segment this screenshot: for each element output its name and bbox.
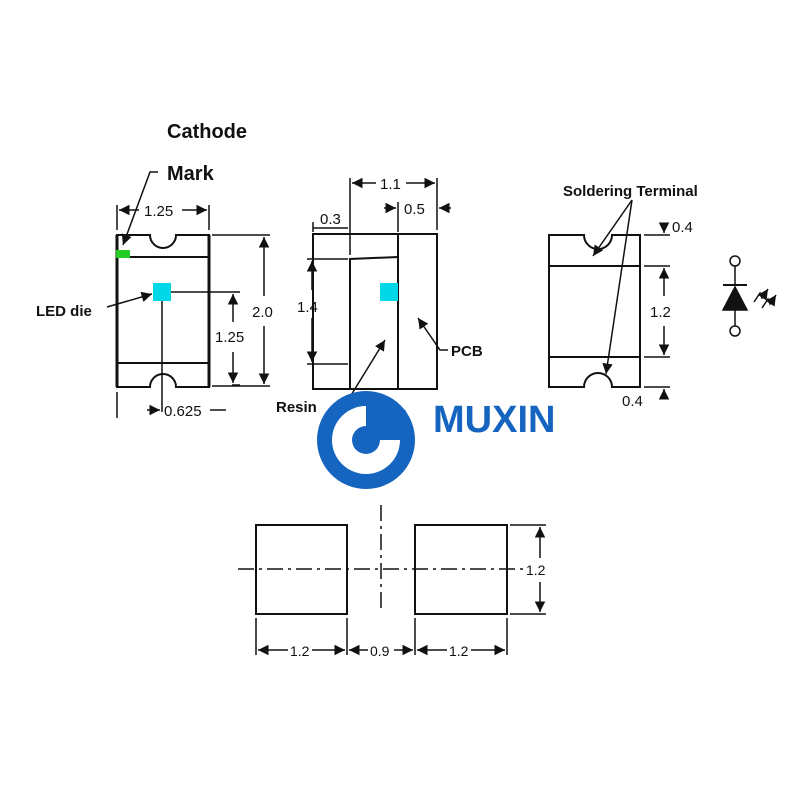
dim-pad-width-left-text: 1.2 [290,643,310,659]
muxin-logo-text: MUXIN [433,399,555,441]
bottom-view [548,234,641,388]
dim-top-width [116,204,210,230]
side-view [312,233,438,390]
cathode-label: Cathode [167,121,247,143]
resin-outline [349,256,399,389]
dim-resin-offset-text: 0.3 [320,211,341,228]
pcb-leader [417,317,448,351]
dim-terminal-span-text: 1.2 [650,304,671,321]
dim-top-width-text: 1.25 [144,203,173,220]
dim-top-height [212,234,270,387]
led-die [153,283,171,301]
cathode-mark [116,250,130,258]
bottom-view-outline [548,234,641,388]
dim-terminal-bottom-text: 0.4 [622,393,643,410]
dim-side-width [349,177,438,255]
dim-terminal-top-text: 0.4 [672,219,693,236]
resin-label: Resin [276,399,317,416]
muxin-logo: MUXIN [317,391,555,489]
dim-pcb-thickness [384,202,451,232]
dim-die-offset-y-text: 1.25 [215,329,244,346]
dim-die-offset-y [227,294,240,386]
led-symbol-icon [721,255,777,337]
soldering-terminal-leaders [592,199,633,375]
mark-label: Mark [167,163,215,185]
dim-pad-width-right-text: 1.2 [449,643,469,659]
led-die-side [380,283,398,301]
dim-side-width-text: 1.1 [380,176,401,193]
dim-pad-gap-text: 0.9 [370,643,390,659]
dim-pad-height-text: 1.2 [526,562,546,578]
dim-top-height-text: 2.0 [252,304,273,321]
dim-footprint-vertical [510,524,546,615]
soldering-terminal-label: Soldering Terminal [563,183,698,200]
dim-die-offset-x [116,392,226,418]
led-die-leader [106,291,153,308]
led-die-label: LED die [36,303,92,320]
footprint-centerlines [238,505,523,612]
dim-resin-offset [312,222,348,232]
dim-die-offset-x-text: 0.625 [164,403,202,420]
pcb-label: PCB [451,343,483,360]
top-view [115,234,240,412]
dim-pcb-thickness-text: 0.5 [404,201,425,218]
cathode-mark-leader [121,171,158,246]
side-view-outline [312,233,438,390]
dim-side-height [306,258,348,365]
dim-terminal-vertical [644,222,670,400]
dim-footprint-horizontal [255,618,508,656]
dim-side-height-text: 1.4 [297,299,318,316]
